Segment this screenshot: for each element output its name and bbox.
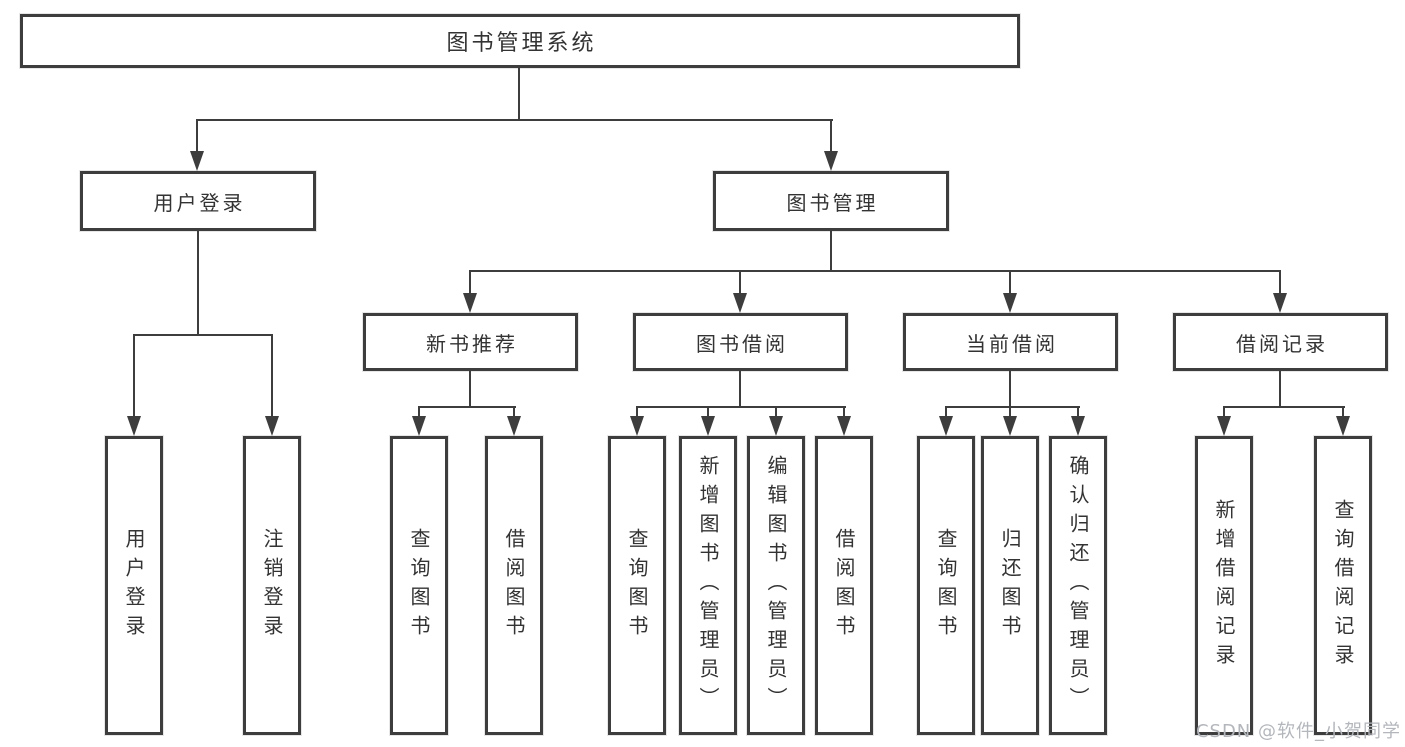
- node-new-book-recommendation: 新书推荐: [363, 313, 578, 371]
- node-book-management: 图书管理: [713, 171, 949, 231]
- node-label: 查询借阅记录: [1331, 498, 1355, 673]
- node-leaf-user-login: 用户登录: [105, 436, 163, 735]
- connector-line: [830, 119, 832, 153]
- node-leaf-query-books-recommend: 查询图书: [390, 436, 448, 735]
- node-label: 确认归还（管理员）: [1066, 455, 1090, 716]
- connector-line: [469, 371, 471, 407]
- node-leaf-borrow-books-borrowing: 借阅图书: [815, 436, 873, 735]
- connector-line: [469, 270, 1281, 272]
- connector-line: [418, 406, 420, 417]
- connector-line: [1009, 270, 1011, 294]
- arrow-down-icon: [1003, 293, 1017, 313]
- connector-line: [1223, 406, 1345, 408]
- node-user-login: 用户登录: [80, 171, 316, 231]
- connector-line: [1279, 371, 1281, 407]
- node-leaf-query-books-current: 查询图书: [917, 436, 975, 735]
- arrow-down-icon: [1003, 416, 1017, 436]
- node-label: 查询图书: [407, 527, 431, 644]
- connector-line: [1223, 406, 1225, 417]
- node-label: 查询图书: [625, 527, 649, 644]
- arrow-down-icon: [769, 416, 783, 436]
- node-label: 用户登录: [153, 190, 246, 215]
- node-library-management-system: 图书管理系统: [20, 14, 1020, 68]
- connector-line: [418, 406, 516, 408]
- connector-line: [1077, 406, 1079, 417]
- connector-line: [636, 406, 846, 408]
- connector-line: [830, 231, 832, 271]
- node-label: 借阅图书: [502, 527, 526, 644]
- node-label: 借阅图书: [832, 527, 856, 644]
- node-label: 图书管理: [786, 190, 879, 215]
- node-leaf-borrow-books-recommend: 借阅图书: [485, 436, 543, 735]
- node-label: 图书管理系统: [446, 31, 597, 56]
- node-leaf-add-book-admin: 新增图书（管理员）: [679, 436, 737, 735]
- arrow-down-icon: [127, 416, 141, 436]
- node-leaf-add-borrow-record: 新增借阅记录: [1195, 436, 1253, 735]
- connector-line: [1342, 406, 1344, 417]
- connector-line: [196, 119, 198, 153]
- arrow-down-icon: [701, 416, 715, 436]
- arrow-down-icon: [507, 416, 521, 436]
- node-label: 编辑图书（管理员）: [764, 455, 788, 716]
- connector-line: [636, 406, 638, 417]
- connector-line: [518, 68, 520, 120]
- node-leaf-edit-book-admin: 编辑图书（管理员）: [747, 436, 805, 735]
- connector-line: [945, 406, 947, 417]
- arrow-down-icon: [824, 151, 838, 171]
- connector-line: [513, 406, 515, 417]
- watermark: CSDN @软件_小贺同学: [1195, 721, 1401, 742]
- node-leaf-query-borrow-record: 查询借阅记录: [1314, 436, 1372, 735]
- node-label: 新增借阅记录: [1212, 498, 1236, 673]
- connector-line: [1009, 371, 1011, 407]
- node-label: 查询图书: [934, 527, 958, 644]
- node-leaf-query-books-borrowing: 查询图书: [608, 436, 666, 735]
- node-leaf-confirm-return-admin: 确认归还（管理员）: [1049, 436, 1107, 735]
- node-current-borrowing: 当前借阅: [903, 313, 1118, 371]
- connector-line: [133, 334, 273, 336]
- node-label: 借阅记录: [1236, 331, 1328, 356]
- connector-line: [945, 406, 1080, 408]
- node-label: 新书推荐: [426, 331, 518, 356]
- node-borrowing-records: 借阅记录: [1173, 313, 1388, 371]
- arrow-down-icon: [463, 293, 477, 313]
- connector-line: [739, 371, 741, 407]
- node-label: 新增图书（管理员）: [696, 455, 720, 716]
- node-label: 用户登录: [122, 527, 146, 644]
- connector-line: [1009, 406, 1011, 417]
- node-leaf-return-books: 归还图书: [981, 436, 1039, 735]
- arrow-down-icon: [939, 416, 953, 436]
- connector-line: [469, 270, 471, 294]
- node-label: 当前借阅: [966, 331, 1058, 356]
- arrow-down-icon: [190, 151, 204, 171]
- arrow-down-icon: [1217, 416, 1231, 436]
- connector-line: [271, 334, 273, 416]
- connector-line: [1279, 270, 1281, 294]
- connector-line: [775, 406, 777, 417]
- node-leaf-logout: 注销登录: [243, 436, 301, 735]
- arrow-down-icon: [1336, 416, 1350, 436]
- node-label: 归还图书: [998, 527, 1022, 644]
- connector-line: [197, 119, 833, 121]
- node-label: 图书借阅: [696, 331, 788, 356]
- arrow-down-icon: [733, 293, 747, 313]
- node-label: 注销登录: [260, 527, 284, 644]
- arrow-down-icon: [265, 416, 279, 436]
- arrow-down-icon: [1273, 293, 1287, 313]
- node-book-borrowing: 图书借阅: [633, 313, 848, 371]
- connector-line: [197, 231, 199, 335]
- connector-line: [707, 406, 709, 417]
- arrow-down-icon: [1071, 416, 1085, 436]
- arrow-down-icon: [630, 416, 644, 436]
- connector-line: [739, 270, 741, 294]
- connector-line: [843, 406, 845, 417]
- connector-line: [133, 334, 135, 416]
- arrow-down-icon: [837, 416, 851, 436]
- arrow-down-icon: [412, 416, 426, 436]
